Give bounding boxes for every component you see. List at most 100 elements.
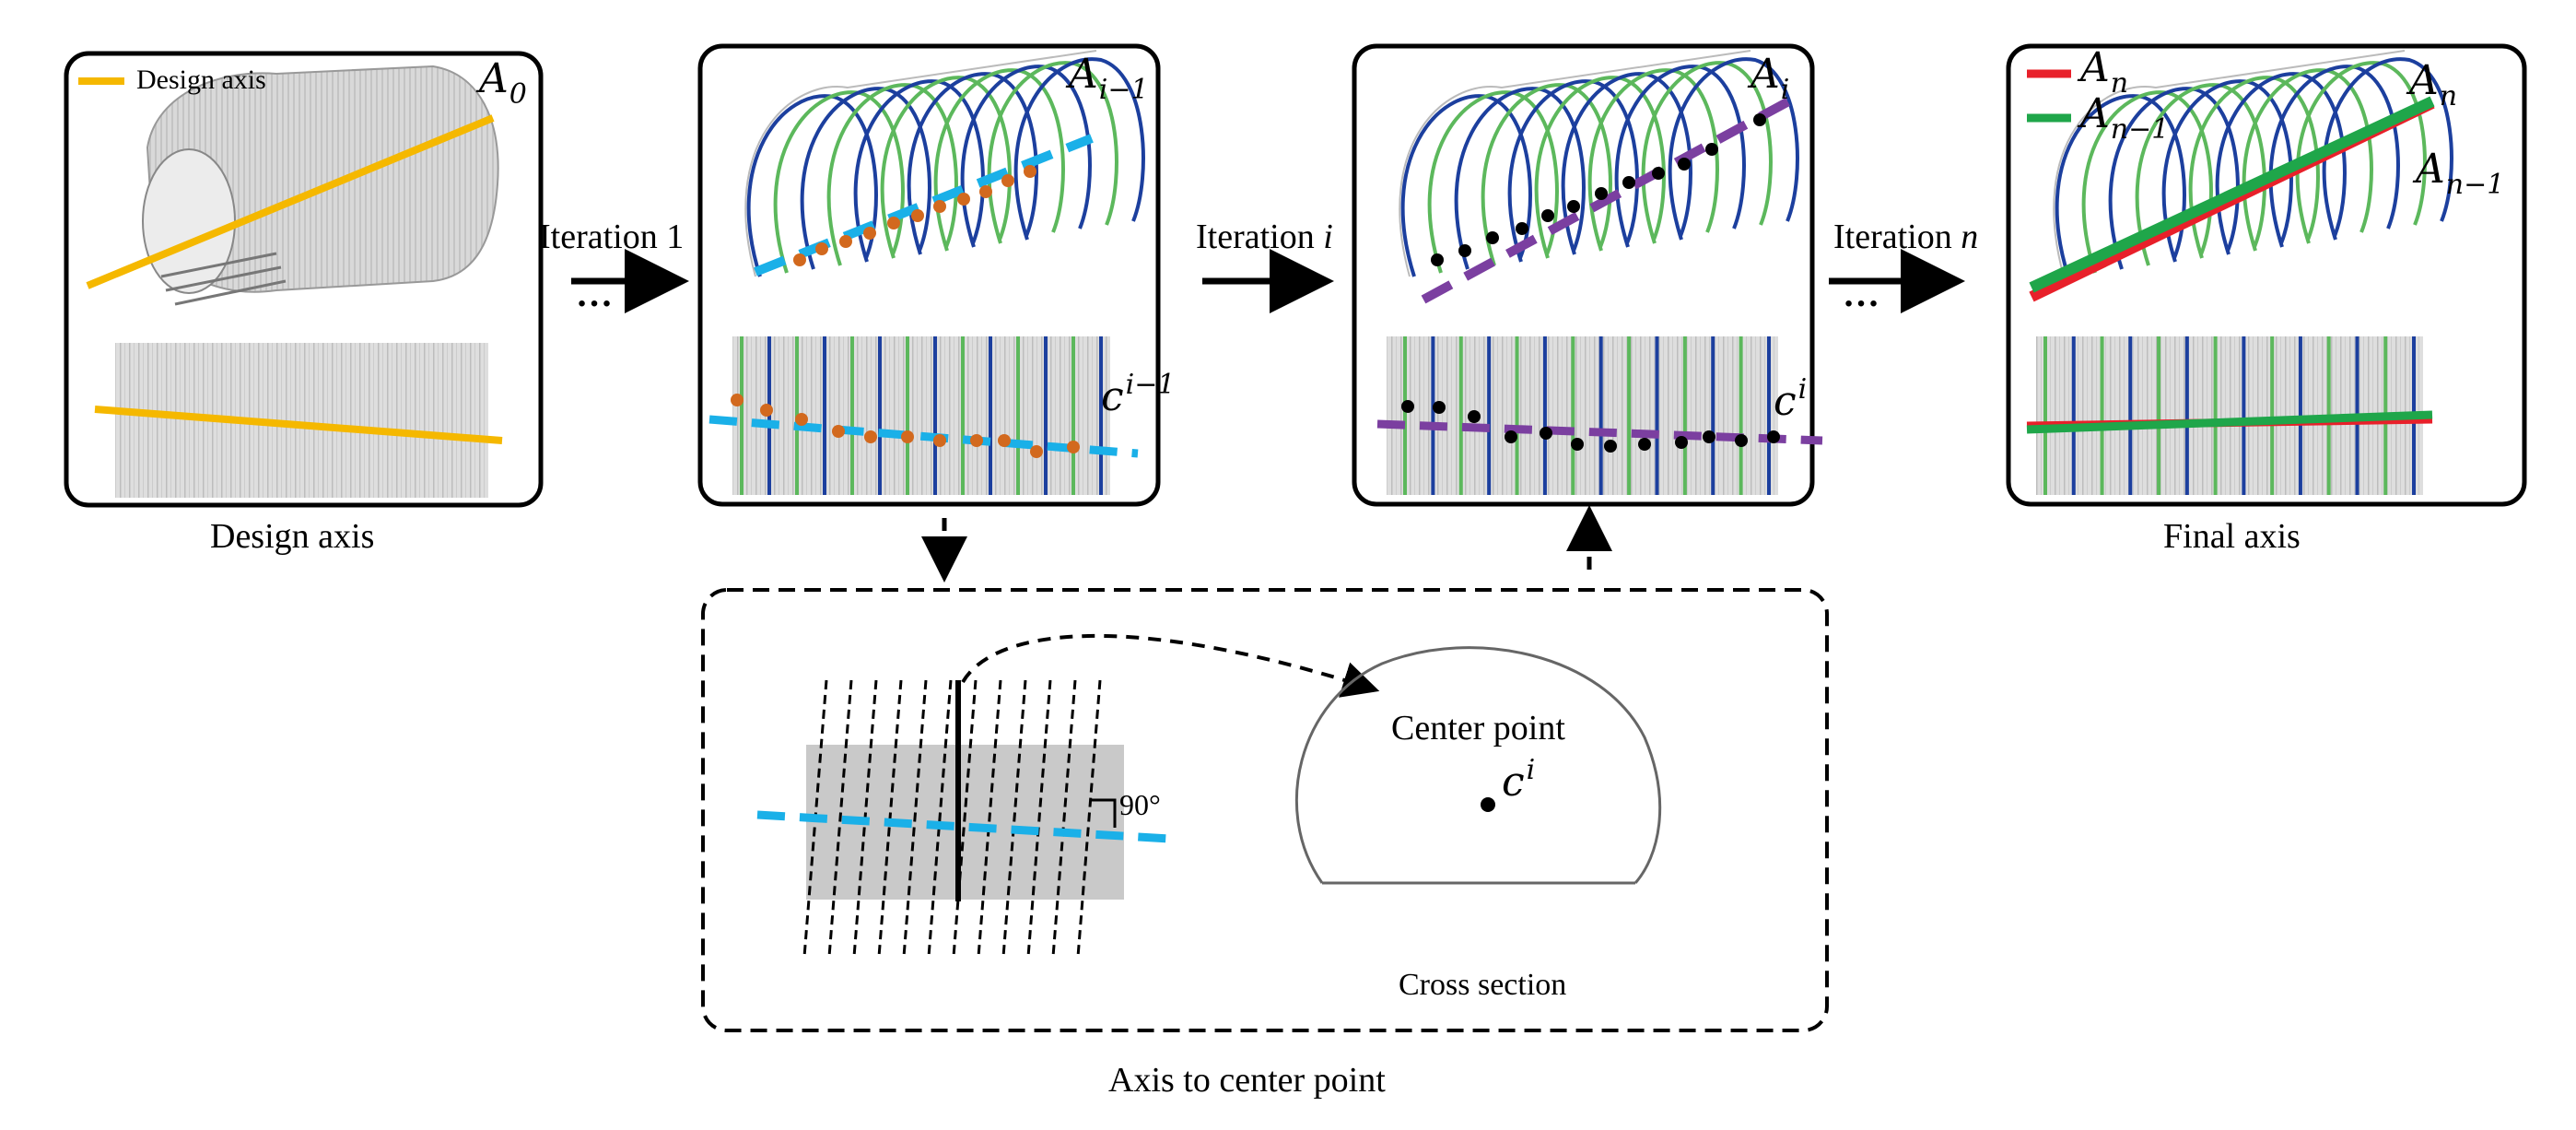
center-point [795,413,808,426]
tunnel-hull [1399,50,1751,277]
label-a-prev: Ai−1 [1069,51,1149,106]
legend-design-axis: Design axis [136,65,266,95]
axis-i-3d [1421,95,1795,304]
tunnel-point-cloud-3d [142,65,499,306]
axis-prev-3d [754,134,1094,277]
center-point [1468,410,1481,423]
tunnel-hull [744,50,1097,277]
label-c-i: ci [1774,373,1808,425]
legend-an: An [2080,44,2129,100]
caption-design-axis: Design axis [210,517,375,556]
center-point [1030,445,1043,458]
cross-section-outline [1294,646,1662,884]
label-ci-detail: ci [1502,754,1536,806]
center-point [760,404,773,417]
curved-arrow [961,633,1380,698]
caption-axis-to-center: Axis to center point [1108,1061,1386,1100]
dashed-section-line [952,679,978,958]
center-point [1401,400,1414,413]
center-point [1767,430,1780,443]
axis-n1-2d [2026,410,2433,434]
design-axis-3d [86,114,495,289]
center-point [957,193,970,206]
center-points-3d [1431,113,1766,266]
center-point [1540,427,1552,440]
label-90-degree: 90° [1119,788,1161,821]
center-points-2d [731,394,1080,458]
label-center-point: Center point [1391,709,1565,747]
center-point [1433,401,1446,414]
dashed-section-line [977,679,1002,958]
tunnel-rings [744,50,1145,277]
axis-prev-2d [708,415,1139,458]
tunnel-hull [2053,50,2406,277]
ellipsis-1: … [576,273,616,314]
unrolled-scan-strip [115,343,488,498]
center-point [815,242,828,255]
center-point [1486,231,1499,244]
ellipsis-n: … [1843,273,1883,314]
center-point [1567,200,1580,213]
center-point [1067,441,1080,453]
center-point [1638,438,1651,451]
tunnel-ring [1013,57,1145,241]
center-point [863,227,876,240]
dashed-section-line [927,679,953,958]
label-c-prev: ci−1 [1101,369,1176,420]
caption-final-axis: Final axis [2163,517,2301,556]
detail-axis-to-center [701,588,1829,1032]
center-point-dot [1481,797,1495,812]
label-cross-section: Cross section [1399,968,1567,1002]
center-point [839,235,852,248]
dashed-section-line [1051,679,1077,958]
dashed-section-line [1026,679,1052,958]
label-an: An [2409,57,2458,112]
center-point [1705,143,1718,156]
center-point [1703,430,1715,443]
center-point [832,425,845,438]
axis-n1-3d [2029,96,2435,293]
center-point [998,434,1011,447]
center-point [979,185,992,198]
unrolled-scan-strip [1387,336,1778,495]
center-point [1595,187,1608,200]
label-an1: An−1 [2416,146,2505,201]
center-point [901,430,914,443]
label-a0: A0 [479,55,527,111]
center-point [933,434,946,447]
center-point [1505,430,1517,443]
right-angle-mark [1092,798,1117,828]
center-point [911,209,924,222]
section-lines [740,336,1103,495]
center-points-2d [1401,400,1780,453]
label-iteration-n: Iteration n [1833,218,1979,256]
center-point [1001,174,1014,187]
label-iteration-1: Iteration 1 [539,218,685,256]
unrolled-scan-strip [732,336,1110,495]
dashed-section-line [827,679,853,958]
legend-an1: An−1 [2080,90,2170,146]
axis-i-2d [1376,419,1823,445]
center-point [1516,222,1528,235]
center-point [970,434,983,447]
center-point [1604,440,1617,453]
center-point [1458,244,1471,257]
panel-iteration-i [1352,43,1823,507]
dashed-section-line [1076,679,1102,958]
design-axis-2d [94,406,503,444]
center-points-3d [793,165,1036,266]
dashed-section-line [902,679,928,958]
center-point [1678,158,1691,171]
center-point [887,217,900,230]
center-point [1652,167,1665,180]
center-point [1541,209,1554,222]
panel-design-axis [64,51,544,508]
center-point [1753,113,1766,126]
panel-final-axis [2006,43,2527,507]
center-point [731,394,744,406]
detail-axis [756,810,1171,843]
center-point [1024,165,1036,178]
dashed-section-line [1001,679,1027,958]
tunnel-ring [1668,57,1799,241]
panel-iteration-prev [697,43,1161,507]
